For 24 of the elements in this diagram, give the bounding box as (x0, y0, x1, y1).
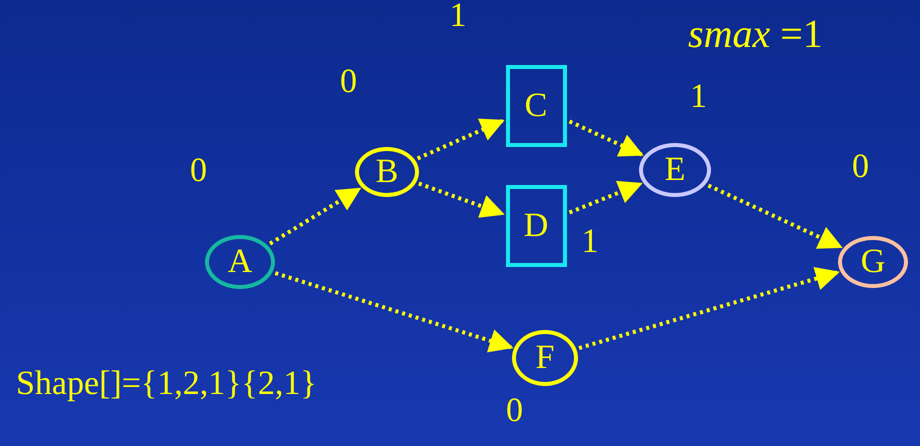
node-value: 0 (340, 65, 357, 99)
node-label: F (536, 341, 554, 375)
node-value: 1 (690, 80, 707, 114)
node-value: 0 (506, 394, 523, 428)
node-value: 0 (852, 150, 869, 184)
node-label: D (524, 209, 548, 243)
shape-label: Shape[]={1,2,1}{2,1} (16, 367, 317, 401)
node-value: 1 (450, 0, 466, 33)
arrow (708, 184, 843, 249)
node-label: G (860, 245, 886, 279)
node-value: 0 (190, 154, 207, 188)
node-label: E (664, 153, 686, 187)
arrow (268, 187, 362, 246)
formula-label: smax =1 (688, 14, 823, 54)
arrow (568, 180, 643, 214)
arrow (578, 266, 840, 350)
node-value: 1 (582, 225, 598, 259)
node-label: B (376, 155, 398, 189)
node-label: C (524, 89, 548, 123)
node-label: A (228, 245, 252, 279)
arrow (568, 120, 644, 156)
arrow (274, 271, 514, 352)
arrow (418, 182, 505, 218)
arrow (416, 118, 505, 160)
